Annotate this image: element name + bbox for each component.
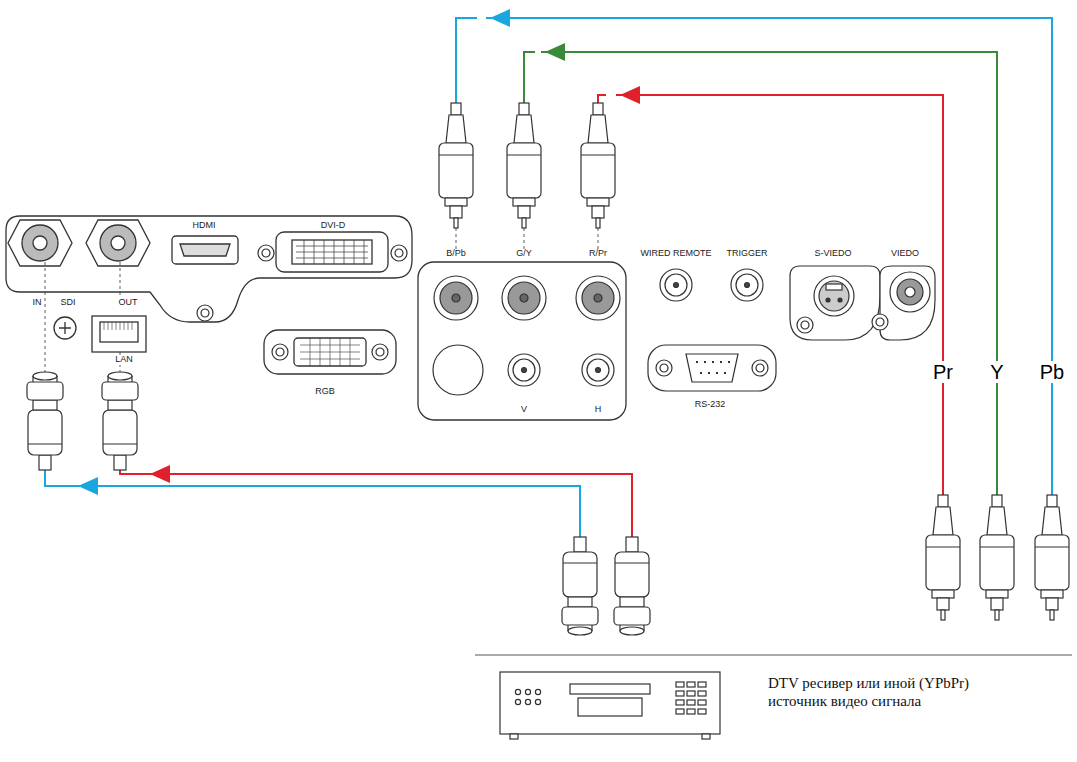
port-label: SDI [58,298,77,308]
port-label: VIEDO [889,249,921,259]
signal-name: Pr [931,361,955,383]
port-label: HDMI [191,221,218,231]
port-label: V [519,405,529,415]
projector-io-panel [6,216,412,374]
port-label: RGB [313,387,337,397]
signal-name: Pb [1038,361,1066,383]
port-label: G/Y [514,249,534,259]
port-label: DVI-D [319,221,348,231]
video-source-device: DTV ресивер или иной (YPbPr) источник ви… [498,664,988,750]
port-label: H [593,405,604,415]
port-label: S-VIEDO [812,249,853,259]
port-label: TRIGGER [724,249,769,259]
ypbpr-cables [456,9,1052,495]
component-panel [418,262,626,420]
port-label: RS-232 [693,400,728,410]
port-label: LAN [113,355,135,365]
port-label: R/Pr [587,249,609,259]
port-label: IN [31,298,44,308]
bnc-plugs [27,372,650,635]
port-label: B/Pb [444,249,468,259]
port-label: OUT [117,298,140,308]
receiver-outline [498,664,724,750]
signal-name: Y [988,361,1005,383]
device-caption: DTV ресивер или иной (YPbPr) источник ви… [768,674,983,710]
rca-plugs [439,103,1069,620]
separator-line [475,655,1072,656]
port-label: WIRED REMOTE [639,249,714,259]
guide-lines [45,228,598,375]
sdi-cables [45,458,632,537]
control-connectors [648,266,935,391]
